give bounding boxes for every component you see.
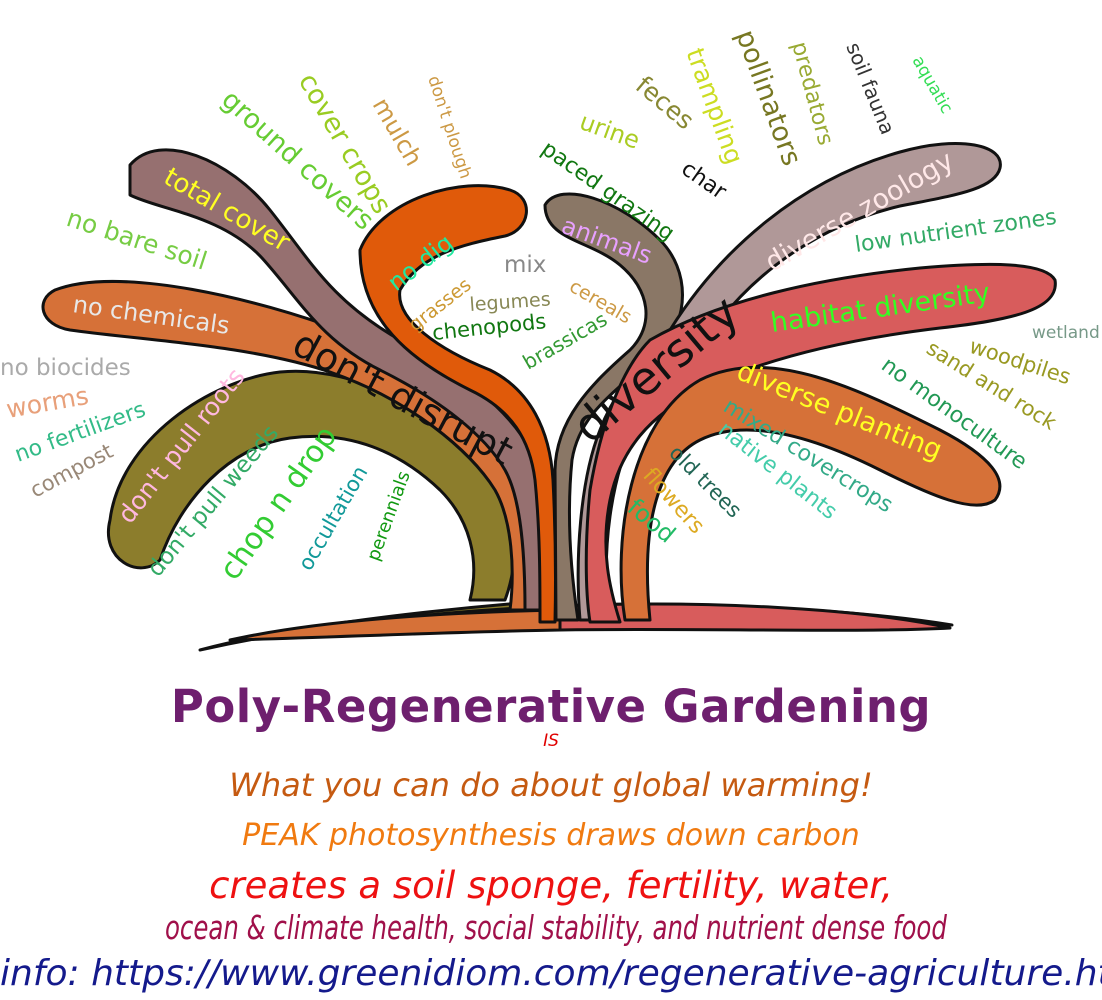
branch-dont-pull-roots (106, 369, 517, 602)
caption-line-benefits: ocean & climate health, social stability… (164, 908, 947, 947)
caption-line-photosynthesis: PEAK photosynthesis draws down carbon (242, 818, 860, 853)
word-dont-plough: don't plough (423, 73, 475, 181)
word-wetland: wetland (1032, 323, 1100, 343)
info-url-line[interactable]: info: https://www.greenidiom.com/regener… (0, 953, 1102, 994)
branch-animals (543, 192, 684, 622)
caption-line-soil-sponge: creates a soil sponge, fertility, water, (209, 864, 893, 907)
word-mulch: mulch (367, 93, 428, 171)
headline-title: Poly-Regenerative Gardening (170, 680, 932, 733)
tree-ground-right (558, 602, 952, 632)
word-no-biocides: no biocides (0, 355, 131, 381)
branch-no-dig (358, 184, 558, 624)
word-worms: worms (4, 381, 91, 424)
word-soil-fauna: soil fauna (841, 39, 900, 138)
branch-diverse-planting (619, 365, 1002, 622)
word-aquatic: aquatic (908, 53, 957, 118)
word-urine: urine (576, 107, 644, 154)
word-mix: mix (504, 252, 546, 278)
word-chenopods: chenopods (431, 309, 547, 345)
word-perennials: perennials (363, 468, 415, 563)
word-feces: feces (630, 70, 699, 135)
is-label: IS (543, 731, 559, 751)
caption-line-global-warming: What you can do about global warming! (229, 766, 873, 804)
